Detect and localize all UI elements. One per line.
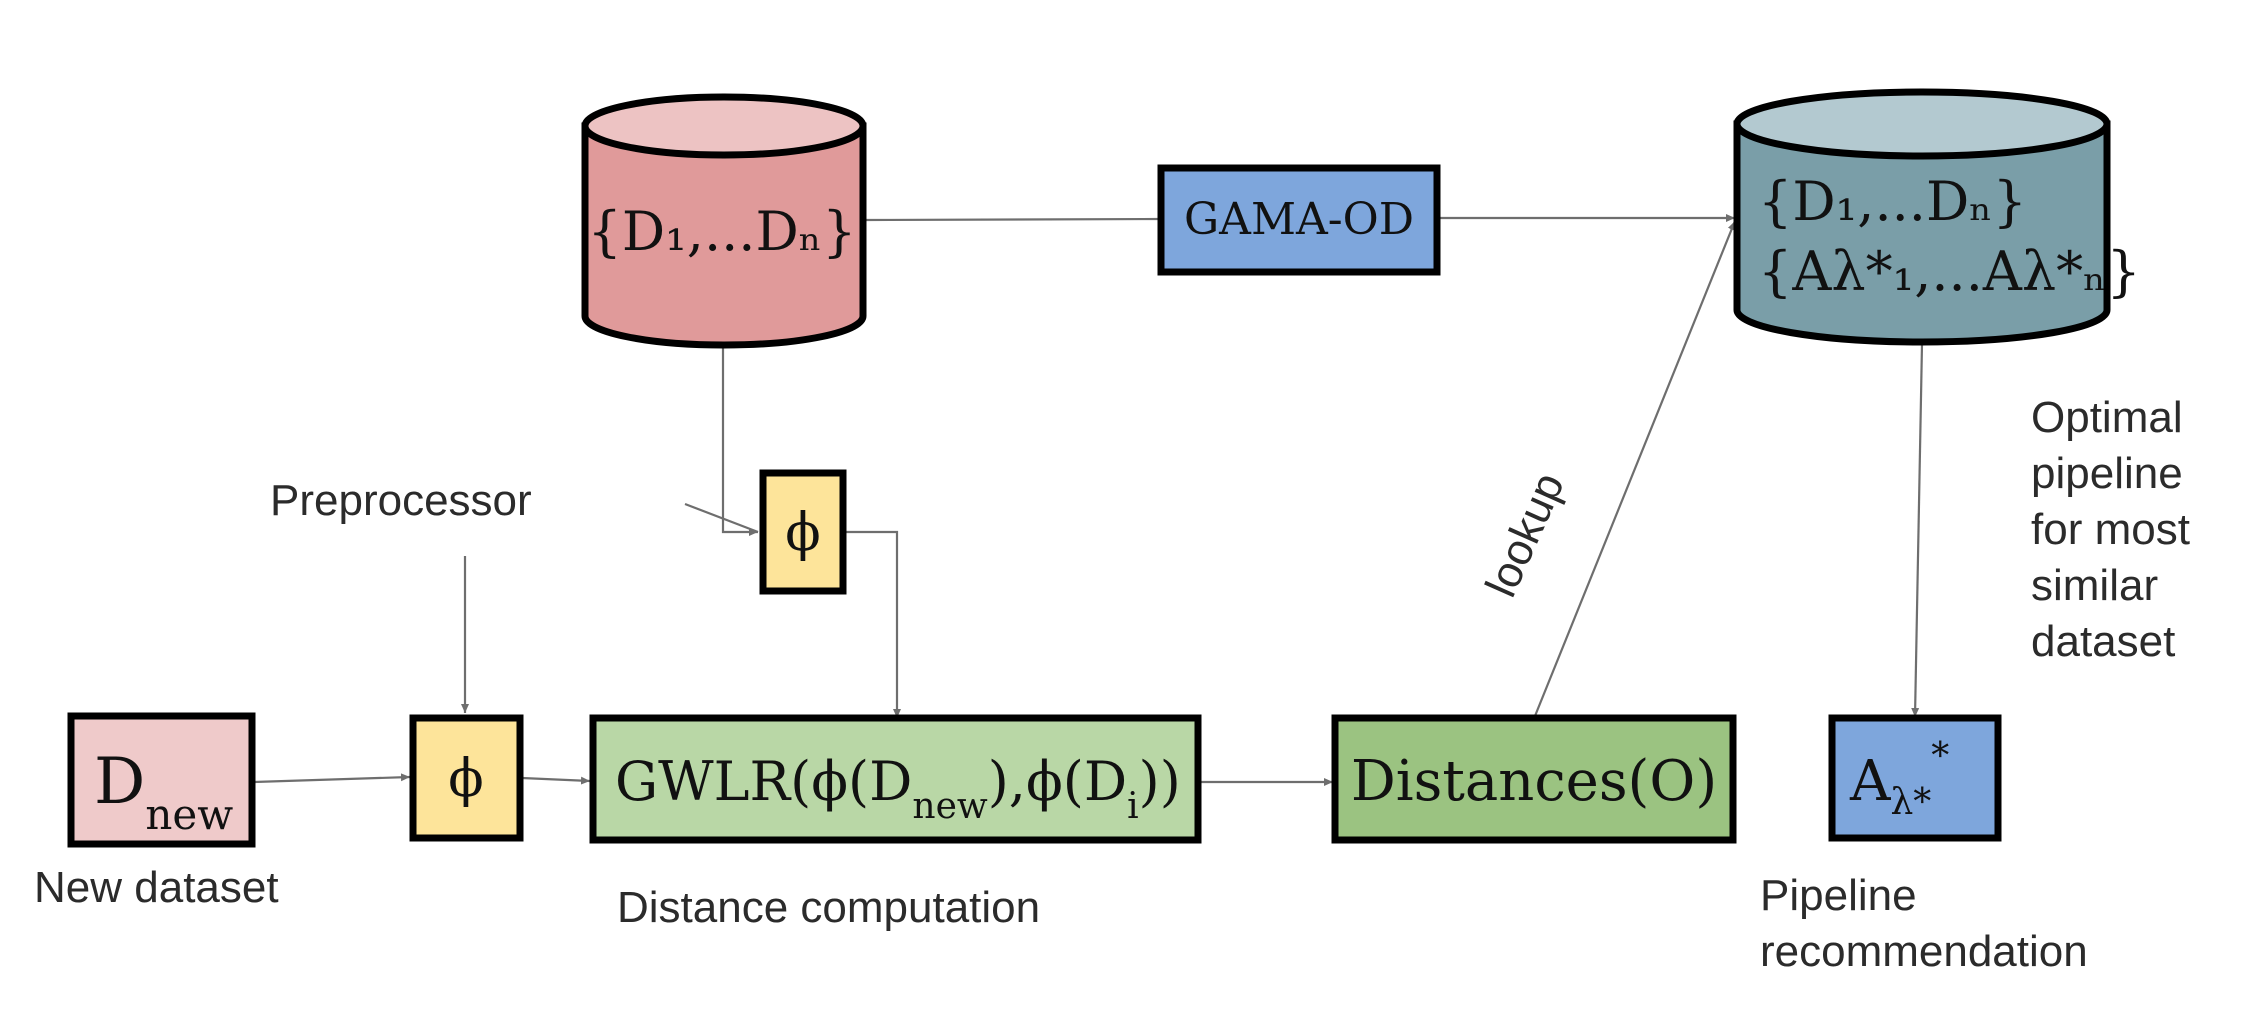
a-lambda-sub: λ* <box>1890 782 1931 823</box>
optimal-line-1: Optimal <box>2031 393 2183 442</box>
gama-od-box <box>1157 164 1441 276</box>
source-database: {D₁,...Dₙ} <box>581 93 867 349</box>
edge-preprocessor-pointer <box>684 502 759 534</box>
gwlr-label-part1: GWLR(ϕ(D <box>615 750 912 813</box>
caption-preprocessor: Preprocessor <box>270 476 532 525</box>
edge-phi-to-gwlr-bottom <box>521 776 591 785</box>
results-database-body <box>1733 120 2111 346</box>
caption-lookup: lookup <box>1476 466 1574 604</box>
optimal-line-3: for most <box>2031 505 2190 554</box>
caption-distance-computation: Distance computation <box>617 883 1040 932</box>
edge-lookup <box>1533 220 1737 717</box>
a-lambda-box <box>1828 714 2002 842</box>
gama-od-node: GAMA-OD <box>1157 164 1441 276</box>
phi-top-label: ϕ <box>785 503 820 563</box>
source-database-label: {D₁,...Dₙ} <box>588 200 857 263</box>
caption-pipeline-recommendation: Pipeline recommendation <box>1760 871 2088 976</box>
edge-dnew-to-phi <box>252 773 411 784</box>
phi-bottom-label: ϕ <box>448 749 483 809</box>
recommendation-line-1: Pipeline <box>1760 871 1917 920</box>
new-dataset-node: Dnew <box>67 712 256 848</box>
gwlr-label-part2: ),ϕ(D <box>988 750 1127 813</box>
gwlr-node: GWLR(ϕ(Dnew),ϕ(Di)) <box>589 714 1202 844</box>
source-database-body <box>581 122 867 349</box>
results-database: {D₁,...Dₙ} {Aλ*₁,...Aλ*ₙ} <box>1733 88 2141 346</box>
edge-db-to-phi <box>721 340 758 536</box>
distances-box <box>1331 714 1737 844</box>
gwlr-label-sub-i: i <box>1127 786 1139 827</box>
gwlr-label-sub-new: new <box>912 786 987 827</box>
optimal-line-4: similar <box>2031 561 2158 610</box>
edge-phi-to-gwlr <box>845 530 901 718</box>
results-database-pipelines: {Aλ*₁,...Aλ*ₙ} <box>1758 240 2141 303</box>
caption-new-dataset: New dataset <box>34 863 279 912</box>
phi-bottom-box <box>409 714 524 842</box>
results-database-datasets: {D₁,...Dₙ} <box>1758 170 2027 233</box>
d-new-box <box>67 712 256 848</box>
d-new-label: Dnew <box>94 745 233 839</box>
caption-optimal-pipeline: Optimal pipeline for most similar datase… <box>2031 393 2202 666</box>
d-new-label-main: D <box>94 745 145 819</box>
gwlr-label: GWLR(ϕ(Dnew),ϕ(Di)) <box>615 750 1181 827</box>
d-new-label-sub: new <box>145 790 233 839</box>
recommendation-line-2: recommendation <box>1760 927 2088 976</box>
gwlr-label-part3: )) <box>1139 750 1181 813</box>
edge-db-to-gama <box>864 217 1161 222</box>
distances-node: Distances(O) <box>1331 714 1737 844</box>
distances-label: Distances(O) <box>1351 749 1717 814</box>
source-database-top <box>581 93 867 159</box>
optimal-line-5: dataset <box>2031 617 2175 666</box>
a-lambda-label: Aλ** <box>1849 736 1949 823</box>
gama-od-label: GAMA-OD <box>1184 194 1414 245</box>
results-database-top <box>1733 88 2111 160</box>
pipeline-recommendation-node: Aλ** <box>1828 714 2002 842</box>
a-lambda-main: A <box>1849 749 1891 814</box>
preprocessor-phi-top: ϕ <box>759 469 847 595</box>
preprocessor-phi-bottom: ϕ <box>409 714 524 842</box>
optimal-line-2: pipeline <box>2031 449 2183 498</box>
gwlr-box <box>589 714 1202 844</box>
phi-top-box <box>759 469 847 595</box>
edge-results-to-recommendation <box>1911 343 1924 718</box>
a-lambda-star: * <box>1931 736 1949 777</box>
